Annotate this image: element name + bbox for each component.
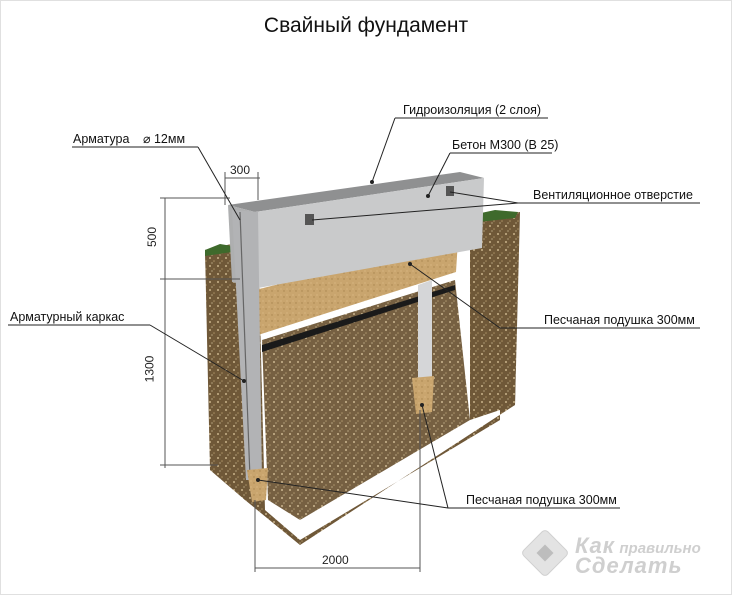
dim-pile-spacing: 2000 bbox=[322, 553, 349, 567]
label-sand-cushion-top: Песчаная подушка 300мм bbox=[544, 313, 695, 327]
watermark: Как правильно Сделать bbox=[520, 533, 701, 579]
sand-cushion-beam bbox=[255, 240, 458, 335]
watermark-suffix: правильно bbox=[619, 540, 701, 557]
leader-lines bbox=[8, 117, 700, 509]
house-logo-icon bbox=[522, 530, 568, 576]
diameter-icon: ⌀ bbox=[142, 132, 151, 146]
label-rebar-text: Арматура bbox=[73, 132, 130, 146]
diagram-title: Свайный фундамент bbox=[263, 14, 469, 37]
dimension-lines bbox=[160, 172, 421, 572]
label-vent-hole: Вентиляционное отверстие bbox=[533, 188, 693, 202]
label-concrete: Бетон М300 (В 25) bbox=[452, 138, 559, 152]
dim-pile-depth: 1300 bbox=[142, 355, 157, 383]
label-rebar: Арматура ⌀ 12мм bbox=[73, 131, 185, 146]
label-rebar-cage: Арматурный каркас bbox=[10, 310, 125, 324]
label-sand-cushion-bottom: Песчаная подушка 300мм bbox=[466, 493, 617, 507]
watermark-line2: Сделать bbox=[575, 553, 683, 578]
label-rebar-diameter: 12мм bbox=[153, 132, 186, 146]
dim-beam-height: 500 bbox=[145, 226, 160, 248]
piles bbox=[232, 210, 434, 502]
watermark-line1: Как bbox=[575, 533, 615, 558]
label-waterproofing: Гидроизоляция (2 слоя) bbox=[403, 103, 542, 117]
dim-beam-width: 300 bbox=[230, 163, 251, 177]
